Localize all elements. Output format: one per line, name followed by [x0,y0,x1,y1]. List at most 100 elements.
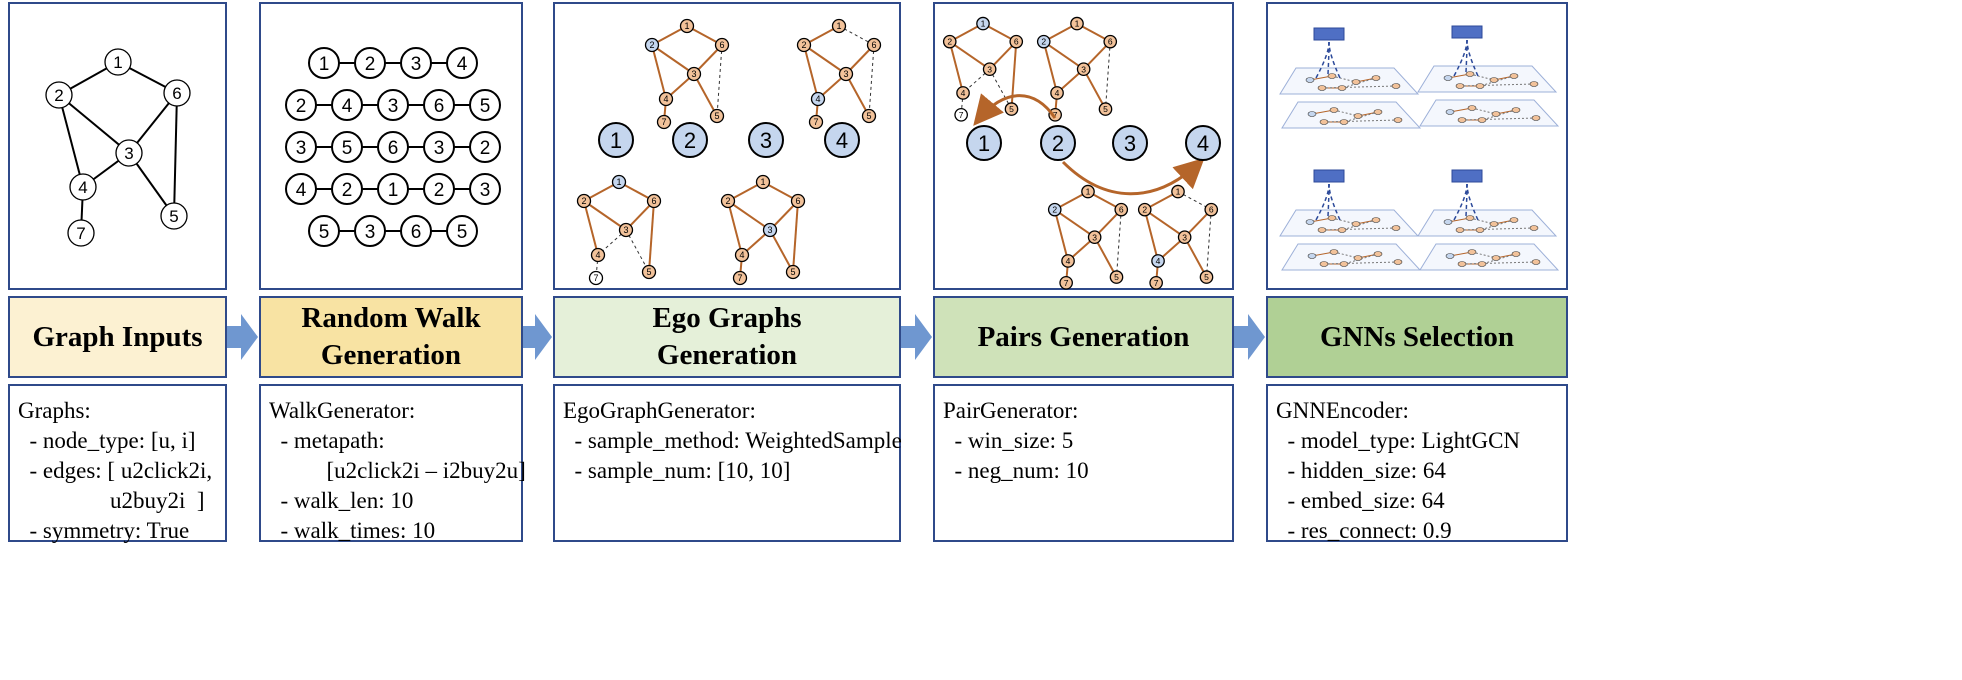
mini-edge [625,229,650,273]
mini-node: 1 [1070,16,1084,31]
mini-node: 7 [588,270,604,286]
mini-node: 3 [762,222,778,238]
node-label: 3 [987,64,992,74]
node-label: 5 [457,222,468,243]
gnn-node [1477,117,1487,123]
mini-node: 6 [790,193,806,209]
mini-node: 5 [1004,102,1019,116]
node-circle [1009,34,1024,49]
node-circle [1047,202,1062,217]
node-circle [1036,34,1051,49]
mini-node: 2 [942,34,957,49]
node-label: 7 [76,224,85,243]
gnn-encoder-illustration [1279,169,1422,271]
node-label: 3 [296,138,307,159]
node-label: 7 [959,110,964,120]
node-label: 3 [1092,232,1097,242]
node-label: 2 [54,86,63,105]
gnn-node [1371,217,1381,223]
node-label: 7 [1064,278,1069,288]
gnn-layer-plane [1279,67,1420,95]
gnn-node [1455,227,1465,233]
gnn-layer-plane [1417,65,1558,93]
flow-arrow-icon [227,314,258,360]
config-line: - node_type: [u, i] [18,428,196,453]
node-circle [755,174,771,190]
node-label: 3 [365,222,376,243]
node-label: 5 [714,111,719,121]
node-label: 2 [434,180,445,201]
mini-node: 3 [686,66,702,82]
node-circle [598,122,634,158]
node-label: 5 [342,138,353,159]
gnn-node [1475,83,1485,89]
gnn-node [1391,83,1401,89]
gnn-node [1511,251,1521,257]
gnn-output-block [1313,169,1345,183]
node-label: 4 [1197,131,1209,156]
gnn-aggregation-edge [1466,39,1479,77]
node-label: 2 [296,96,307,117]
pair-arrow-left [973,93,1057,126]
node-circle [966,125,1002,161]
node-label: 1 [388,180,399,201]
node-label: 7 [737,273,742,283]
gnn-node [1319,119,1329,125]
node-circle [618,222,634,238]
config-line: - neg_num: 10 [943,458,1089,483]
gnn-node [1327,73,1337,79]
gnn-node [1307,111,1317,117]
gnn-node [1475,227,1485,233]
gnn-edge [1461,117,1537,121]
gnn-node [1337,227,1347,233]
mini-node: 4 [590,247,606,263]
mini-node: 6 [1204,202,1219,217]
node-label: 3 [124,144,133,163]
graph-node: 3 [115,139,143,167]
node-circle [377,131,409,163]
node-circle [644,37,660,53]
gnn-node [1457,117,1467,123]
gnn-node [1465,215,1475,221]
node-circle [1050,86,1064,100]
node-label: 5 [1009,104,1014,114]
node-circle [354,215,386,247]
mini-node: 2 [576,193,592,209]
node-circle [1149,275,1163,290]
stage-random-walk: Random Walk Generation [259,296,523,378]
walk-node: 2 [423,173,455,205]
walk-node: 2 [354,47,386,79]
node-circle [646,193,662,209]
mini-edge [727,200,743,256]
node-circle [720,193,736,209]
config-walk-generator: WalkGenerator: - metapath: [u2click2i – … [259,384,526,543]
node-label: 3 [691,69,696,79]
flow-arrow-icon [901,314,932,360]
gnn-node [1353,113,1363,119]
node-circle [866,37,882,53]
config-header: GNNEncoder: [1276,398,1409,423]
node-circle [331,173,363,205]
config-line: - symmetry: True [18,518,190,543]
node-label: 1 [1075,19,1080,29]
config-line: u2buy2i ] [18,488,205,513]
config-header: Graphs: [18,398,91,423]
node-circle [163,79,191,107]
node-label: 6 [411,222,422,243]
config-ego-graph-generator: EgoGraphGenerator: - sample_method: Weig… [553,384,902,542]
node-circle [808,114,824,130]
node-label: 3 [1124,131,1136,156]
node-label: 6 [871,40,876,50]
node-circle [1185,125,1221,161]
gnn-node [1529,225,1539,231]
gnn-node [1445,253,1455,259]
node-circle [1177,230,1192,245]
node-circle [1204,202,1219,217]
node-label: 6 [1209,205,1214,215]
node-circle [1059,275,1073,290]
gnn-edge [1461,261,1537,265]
